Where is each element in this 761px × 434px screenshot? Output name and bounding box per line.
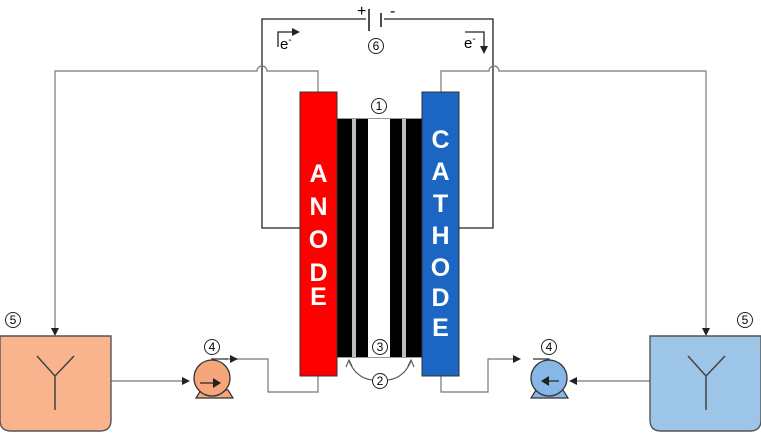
anode-label: A N O D E xyxy=(309,160,328,311)
membrane-stack xyxy=(336,118,423,358)
electron-label-right: e- xyxy=(464,34,476,52)
electron-label-left: e- xyxy=(280,35,292,53)
anolyte-piping xyxy=(51,65,319,393)
callout-1-label: 1 xyxy=(376,99,383,113)
callout-1-circle xyxy=(371,98,387,114)
cathode-electrode xyxy=(421,91,460,377)
callout-2-circle xyxy=(372,373,388,389)
callout-5-left-label: 5 xyxy=(10,313,17,327)
negative-terminal-sign: - xyxy=(390,3,395,20)
catholyte-piping xyxy=(440,65,710,393)
power-source-icon xyxy=(368,9,382,31)
callout-5-right-label: 5 xyxy=(742,313,749,327)
callout-4-left-label: 4 xyxy=(209,340,216,354)
callout-4-right-label: 4 xyxy=(546,340,553,354)
cathode-letter: D xyxy=(431,284,449,312)
positive-terminal-sign: + xyxy=(357,3,366,20)
cathode-label: C A T H O D E xyxy=(431,126,450,342)
callout-3-label: 3 xyxy=(377,340,384,354)
callout-6-label: 6 xyxy=(373,39,380,53)
anode-letter: D xyxy=(309,259,327,287)
callout-4-left-circle xyxy=(204,339,220,355)
callout-5-right-circle xyxy=(737,312,753,328)
callout-6-circle xyxy=(368,38,384,54)
anode-electrode xyxy=(299,91,338,377)
cathode-letter: O xyxy=(431,254,450,282)
callout-3-circle xyxy=(372,339,388,355)
y-shaped-electrode-icon xyxy=(687,355,726,410)
anode-letter: N xyxy=(309,193,327,221)
cathode-letter: A xyxy=(431,158,449,186)
anode-letter: A xyxy=(309,160,327,188)
cathode-letter: H xyxy=(431,222,449,250)
flow-arcs xyxy=(345,358,415,381)
anode-letter: O xyxy=(309,226,328,254)
callout-2-label: 2 xyxy=(377,374,384,388)
anolyte-pump-icon xyxy=(193,358,235,399)
callout-4-right-circle xyxy=(541,339,557,355)
y-shaped-electrode-icon xyxy=(36,355,75,410)
cathode-letter: C xyxy=(431,126,449,154)
cathode-letter: E xyxy=(432,314,449,342)
catholyte-pump-icon xyxy=(529,358,570,399)
callout-5-left-circle xyxy=(5,312,21,328)
anode-letter: E xyxy=(310,283,327,311)
external-circuit xyxy=(261,18,494,229)
cathode-letter: T xyxy=(433,190,448,218)
